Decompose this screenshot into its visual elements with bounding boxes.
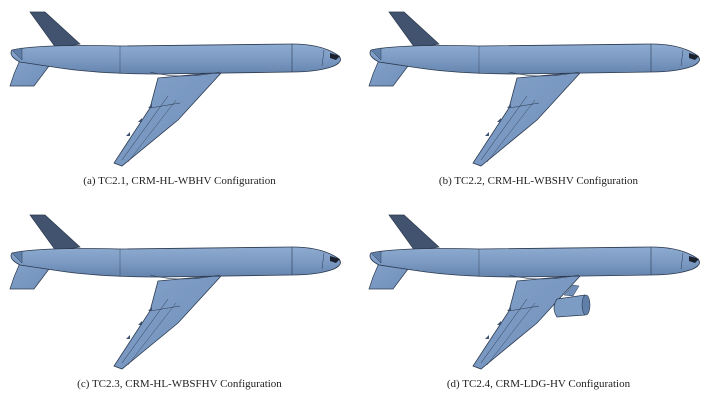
panel-d: (d) TC2.4, CRM-LDG-HV Configuration [359,203,718,408]
panel-c: (c) TC2.3, CRM-HL-WBSFHV Configuration [0,203,359,408]
panel-a: (a) TC2.1, CRM-HL-WBHV Configuration [0,0,359,205]
caption-a-label: TC2.1, CRM-HL-WBHV Configuration [98,175,276,187]
caption-d: (d) TC2.4, CRM-LDG-HV Configuration [359,378,718,390]
aircraft-render-b [368,11,701,167]
aircraft-render-c [9,214,342,370]
caption-d-tag: (d) [446,378,460,390]
aircraft-render-d [368,214,701,370]
caption-b-label: TC2.2, CRM-HL-WBSHV Configuration [454,175,639,187]
caption-a-tag: (a) [83,175,96,187]
aircraft-render-a [9,11,342,167]
caption-c-tag: (c) [77,378,90,390]
caption-b-tag: (b) [438,175,452,187]
engine-nacelle [553,284,591,318]
caption-b: (b) TC2.2, CRM-HL-WBSHV Configuration [359,175,718,187]
caption-c-label: TC2.3, CRM-HL-WBSFHV Configuration [91,378,282,390]
caption-c: (c) TC2.3, CRM-HL-WBSFHV Configuration [0,378,359,390]
caption-a: (a) TC2.1, CRM-HL-WBHV Configuration [0,175,359,187]
panel-b: (b) TC2.2, CRM-HL-WBSHV Configuration [359,0,718,205]
caption-d-label: TC2.4, CRM-LDG-HV Configuration [462,378,631,390]
